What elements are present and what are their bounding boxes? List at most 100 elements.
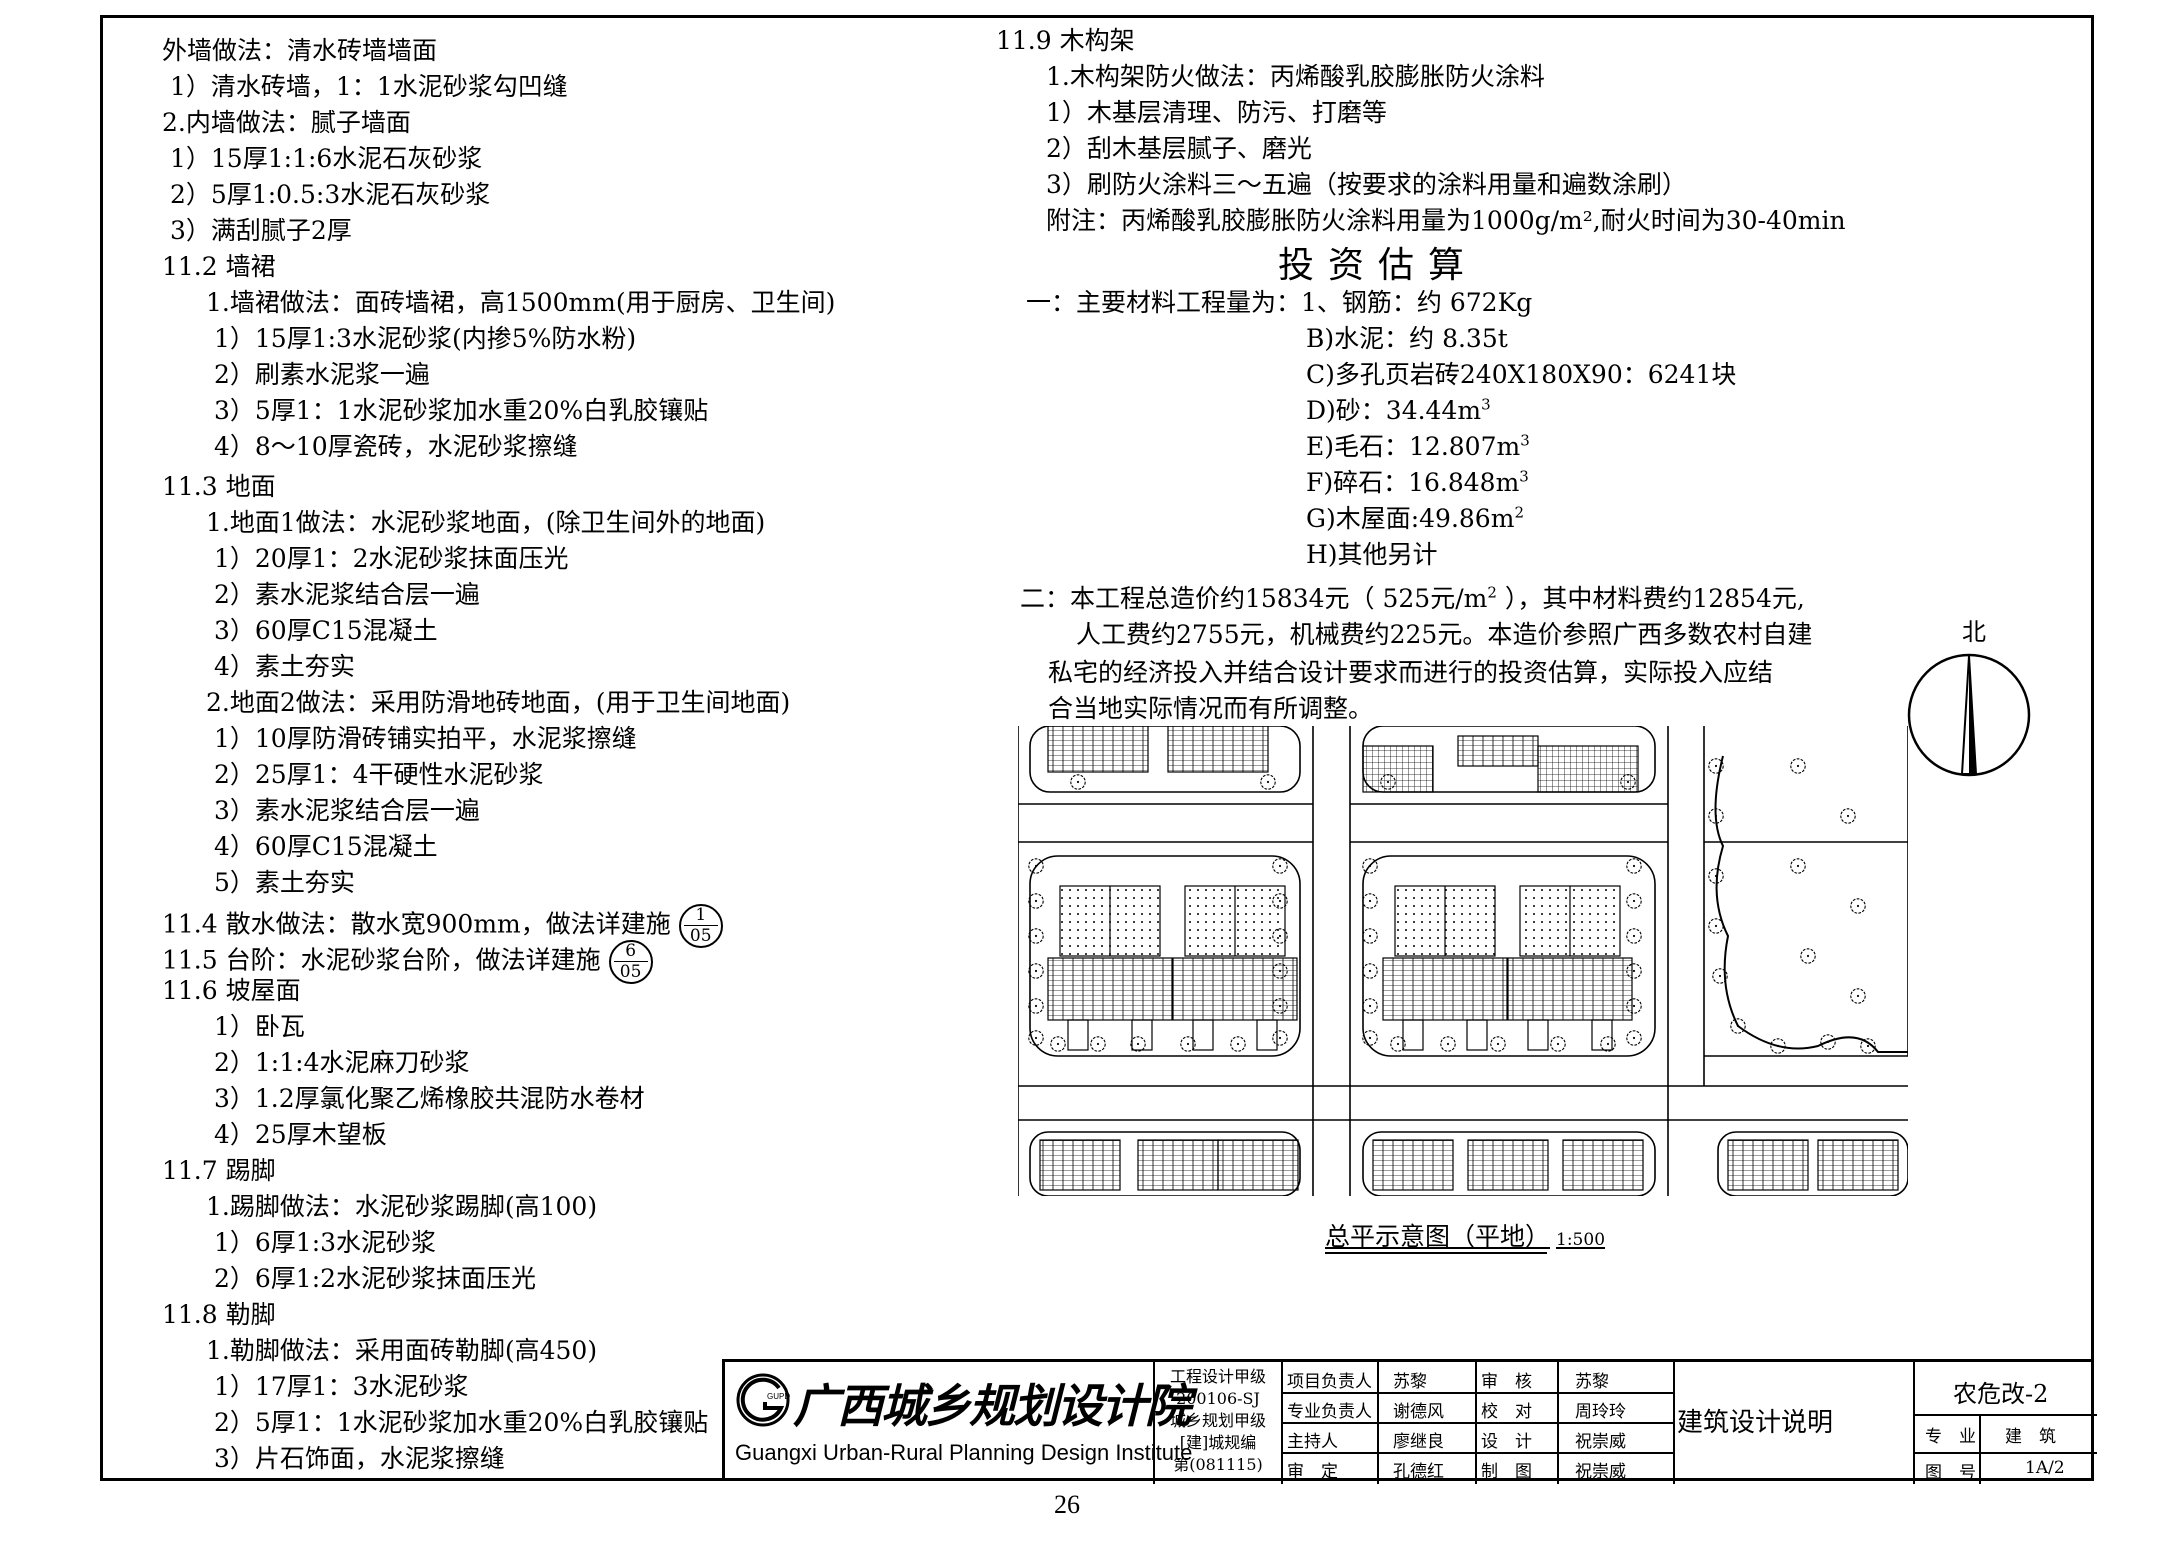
left-note-line: 2）5厚1：1水泥砂浆加水重20%白乳胶镶贴 [214,1408,708,1438]
detail-ref-sheet: 05 [619,962,642,982]
timber-note-line: 1.木构架防火做法：丙烯酸乳胶膨胀防火涂料 [1046,62,1545,91]
left-note-text: 1.踢脚做法：水泥砂浆踢脚(高100) [206,1192,598,1221]
material-item: E)毛石：12.807m3 [1306,432,1530,462]
left-note-line: 2.内墙做法：腻子墙面 [162,108,411,138]
left-note-line: 2.地面2做法：采用防滑地砖地面，(用于卫生间地面) [206,688,790,718]
left-note-text: 1）20厚1：2水泥砂浆抹面压光 [214,544,569,573]
signature-role: 审 定 [1287,1462,1338,1482]
signature-name: 周玲玲 [1575,1402,1626,1422]
left-note-text: 2）6厚1:2水泥砂浆抹面压光 [214,1264,537,1293]
north-arrow-icon [1907,653,2031,777]
certificate-line: 200106-SJ [1176,1389,1260,1408]
material-text: B)水泥：约 8.35t [1306,324,1508,353]
left-note-text: 11.6 坡屋面 [162,976,301,1005]
left-note-text: 3）1.2厚氯化聚乙烯橡胶共混防水卷材 [214,1084,645,1113]
left-note-text: 11.5 台阶：水泥砂浆台阶，做法详建施 [162,945,601,975]
left-note-text: 11.8 勒脚 [162,1300,276,1329]
cost-note-line: 合当地实际情况而有所调整。 [1048,694,1374,723]
left-note-line: 2）1:1:4水泥麻刀砂浆 [214,1048,469,1078]
detail-ref-number: 6 [625,941,637,961]
material-text: G)木屋面:49.86m [1306,504,1515,533]
signature-name: 孔德红 [1393,1462,1444,1482]
left-note-text: 3）满刮腻子2厚 [170,216,352,245]
left-note-text: 3）5厚1：1水泥砂浆加水重20%白乳胶镶贴 [214,396,709,425]
site-plan-scale: 1:500 [1556,1230,1606,1250]
material-item: C)多孔页岩砖240X180X90：6241块 [1306,360,1736,390]
site-plan-drawing [1018,726,1908,1196]
left-note-text: 2.内墙做法：腻子墙面 [162,108,411,137]
north-label: 北 [1962,618,1986,646]
signature-name: 祝崇威 [1575,1462,1626,1482]
logo-mark: GUPD [767,1392,790,1401]
left-note-line: 4）25厚木望板 [214,1120,387,1150]
material-unit-exponent: 3 [1519,467,1529,486]
material-unit-exponent: 3 [1520,431,1530,450]
detail-ref-number: 1 [695,905,707,925]
signature-name: 苏黎 [1575,1372,1609,1392]
timber-note-line: 11.9 木构架 [996,26,1135,55]
cost-note-line: 私宅的经济投入并结合设计要求而进行的投资估算，实际投入应结 [1048,658,1774,687]
title-block: GUPD 广西城乡规划设计院 Guangxi Urban-Rural Plann… [722,1359,2097,1484]
signature-role: 校 对 [1481,1402,1532,1422]
left-note-text: 2）5厚1:0.5:3水泥石灰砂浆 [170,180,491,209]
left-note-line: 4）8～10厚瓷砖，水泥砂浆擦缝 [214,432,578,462]
estimate-title: 投资估算 [1278,245,1479,286]
material-text: F)碎石：16.848m [1306,468,1520,497]
drawing-no-label: 图 号 [1925,1463,1976,1483]
material-item: G)木屋面:49.86m2 [1306,504,1524,534]
left-note-line: 11.6 坡屋面 [162,976,301,1006]
left-note-line: 外墙做法：清水砖墙墙面 [162,36,437,66]
discipline-label: 专 业 [1925,1427,1976,1447]
cost-text: 二：本工程总造价约15834元（ 525元/m [1020,584,1488,613]
left-note-line: 1）清水砖墙，1：1水泥砂浆勾凹缝 [170,72,568,102]
institute-logo-icon: GUPD [736,1373,790,1427]
certificate-line: 第(081115) [1173,1455,1263,1474]
left-note-text: 1）卧瓦 [214,1012,305,1041]
left-note-text: 11.7 踢脚 [162,1156,276,1185]
material-text: D)砂：34.44m [1306,396,1482,425]
left-note-line: 2）25厚1：4干硬性水泥砂浆 [214,760,544,790]
left-note-line: 3）1.2厚氯化聚乙烯橡胶共混防水卷材 [214,1084,645,1114]
left-note-line: 1）卧瓦 [214,1012,305,1042]
timber-note-line: 3）刷防火涂料三～五遍（按要求的涂料用量和遍数涂刷） [1046,170,1687,199]
left-note-line: 1）15厚1:1:6水泥石灰砂浆 [170,144,482,174]
signature-role: 审 核 [1481,1372,1532,1392]
left-note-line: 1）10厚防滑砖铺实拍平，水泥浆擦缝 [214,724,637,754]
cost-text-tail: ），其中材料费约12854元, [1496,584,1805,613]
left-note-text: 1.墙裙做法：面砖墙裙，高1500mm(用于厨房、卫生间) [206,288,836,317]
left-note-text: 2.地面2做法：采用防滑地砖地面，(用于卫生间地面) [206,688,791,717]
left-note-text: 3）60厚C15混凝土 [214,616,438,645]
discipline-value: 建 筑 [2005,1427,2056,1447]
detail-ref-sheet: 05 [689,926,712,946]
left-note-text: 2）5厚1：1水泥砂浆加水重20%白乳胶镶贴 [214,1408,709,1437]
left-note-text: 4）8～10厚瓷砖，水泥砂浆擦缝 [214,432,578,461]
materials-intro: 一：主要材料工程量为：1、钢筋：约 672Kg [1026,288,1533,317]
caption-underline [1325,1252,1547,1254]
left-note-text: 2）25厚1：4干硬性水泥砂浆 [214,760,544,789]
left-note-line: 11.7 踢脚 [162,1156,276,1186]
left-note-line: 11.3 地面 [162,472,276,502]
left-note-line: 2）5厚1:0.5:3水泥石灰砂浆 [170,180,490,210]
left-note-line: 3）满刮腻子2厚 [170,216,352,246]
left-note-text: 2）1:1:4水泥麻刀砂浆 [214,1048,470,1077]
material-text: E)毛石：12.807m [1306,432,1521,461]
left-note-text: 1）15厚1:3水泥砂浆(内掺5%防水粉) [214,324,637,353]
drawing-no-value: 1A/2 [2025,1458,2065,1478]
material-text: H)其他另计 [1306,540,1438,569]
signature-name: 廖继良 [1393,1432,1444,1452]
certificate-line: 城乡规划甲级 [1169,1411,1266,1430]
left-note-line: 1.勒脚做法：采用面砖勒脚(高450) [206,1336,597,1366]
signature-role: 设 计 [1481,1432,1532,1452]
left-note-line: 1）20厚1：2水泥砂浆抹面压光 [214,544,569,574]
left-note-text: 11.3 地面 [162,472,276,501]
drawing-frame [100,15,2094,1481]
left-note-text: 5）素土夯实 [214,868,355,897]
left-note-text: 11.4 散水做法：散水宽900mm，做法详建施 [162,909,671,939]
left-note-text: 外墙做法：清水砖墙墙面 [162,36,438,65]
left-note-text: 1.地面1做法：水泥砂浆地面，(除卫生间外的地面) [206,508,766,537]
left-note-line: 1.墙裙做法：面砖墙裙，高1500mm(用于厨房、卫生间) [206,288,835,318]
left-note-line: 1）6厚1:3水泥砂浆 [214,1228,436,1258]
left-note-text: 11.2 墙裙 [162,252,276,281]
